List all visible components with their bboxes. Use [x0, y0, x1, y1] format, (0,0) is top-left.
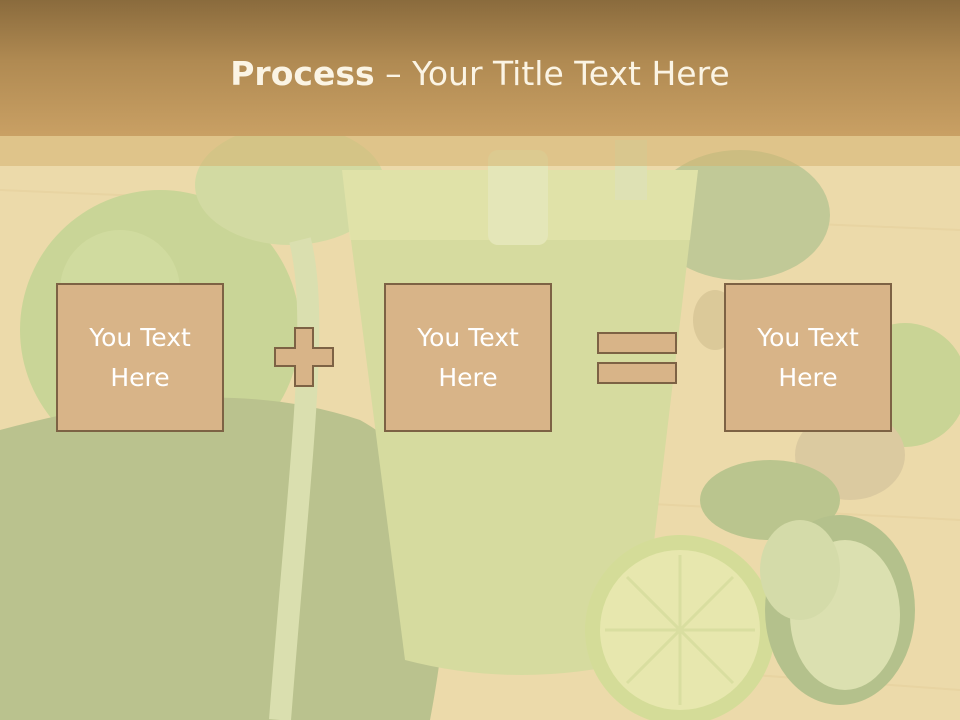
equals-icon [597, 332, 677, 384]
title-band [0, 136, 960, 166]
text-box-2-label: You Text Here [417, 322, 519, 392]
text-box-3[interactable]: You Text Here [724, 283, 892, 432]
title-bar [0, 0, 960, 136]
plus-icon [274, 327, 334, 387]
slide-title: Process – Your Title Text Here [0, 52, 960, 96]
slide-title-rest: – Your Title Text Here [374, 54, 730, 93]
text-box-2[interactable]: You Text Here [384, 283, 552, 432]
text-box-1[interactable]: You Text Here [56, 283, 224, 432]
text-box-1-label: You Text Here [89, 322, 191, 392]
slide-title-bold: Process [230, 54, 375, 93]
text-box-3-label: You Text Here [757, 322, 859, 392]
